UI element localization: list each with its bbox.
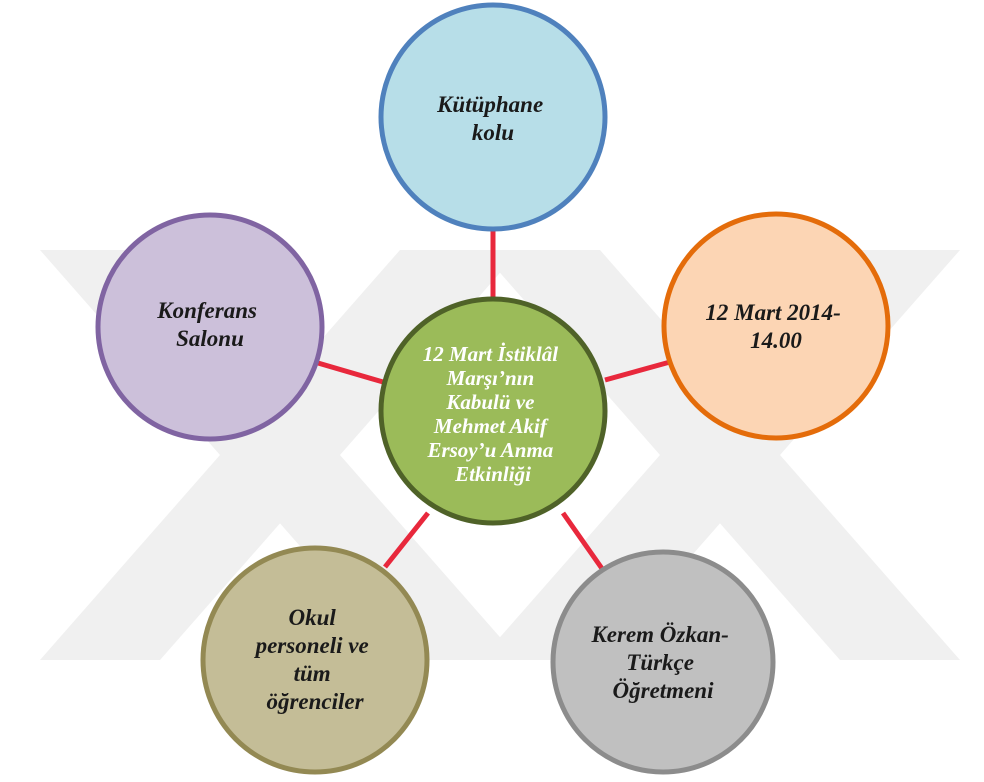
node-left-label: Konferans Salonu: [156, 298, 262, 351]
connector-right: [604, 359, 671, 383]
node-bottom-right-label: Kerem Özkan- Türkçe Öğretmeni: [590, 622, 734, 703]
node-audience: Okul personeli ve tüm öğrenciler: [200, 545, 430, 775]
node-bottom-left-label: Okul personeli ve tüm öğrenciler: [254, 605, 375, 714]
node-speaker: Kerem Özkan- Türkçe Öğretmeni: [550, 549, 776, 775]
node-venue: Konferans Salonu: [95, 212, 325, 442]
node-right-circle: [661, 211, 891, 441]
center-circle: [378, 296, 608, 526]
connector-bottom-right: [560, 511, 606, 572]
center-label: 12 Mart İstiklâl Marşı’nın Kabulü ve Meh…: [423, 342, 564, 486]
node-date: 12 Mart 2014- 14.00: [661, 211, 891, 441]
node-top-label: Kütüphane kolu: [436, 92, 549, 145]
connector-bottom-left: [383, 511, 430, 569]
connector-lines: [317, 230, 671, 572]
node-left-circle: [95, 212, 325, 442]
connector-left: [317, 360, 384, 385]
node-center-event: 12 Mart İstiklâl Marşı’nın Kabulü ve Meh…: [378, 296, 608, 526]
node-bottom-left-circle: [200, 545, 430, 775]
node-bottom-right-circle: [550, 549, 776, 775]
node-kutuphane: Kütüphane kolu: [378, 2, 608, 232]
node-top-circle: [378, 2, 608, 232]
node-right-label: 12 Mart 2014- 14.00: [705, 300, 846, 353]
